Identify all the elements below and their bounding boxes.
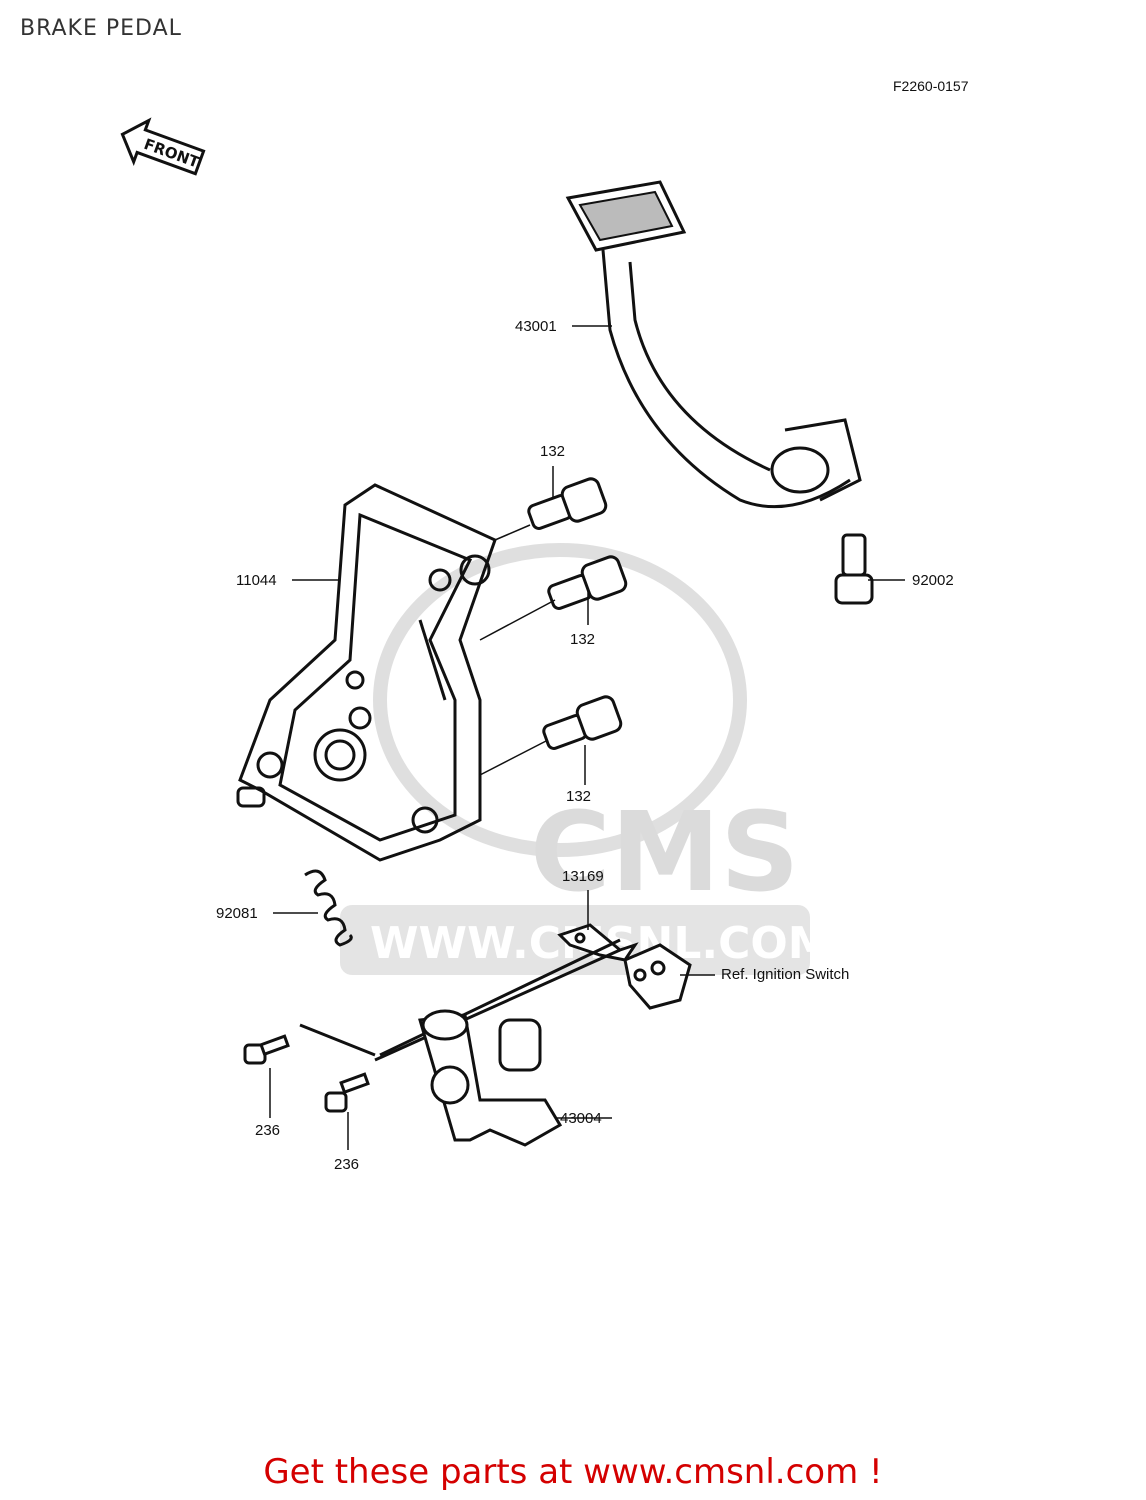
bolt-132-middle: [547, 555, 628, 610]
brake-lever-43004: [299, 938, 621, 1147]
cms-watermark: CMS WWW.CMSNL.COM: [340, 543, 832, 975]
part-label-43001: 43001: [515, 318, 557, 335]
part-label-11044: 11044: [236, 572, 277, 589]
ref-ignition-switch-label: Ref. Ignition Switch: [721, 966, 850, 983]
part-label-236-right: 236: [334, 1156, 360, 1173]
part-label-132-bottom: 132: [566, 788, 592, 805]
part-label-92002: 92002: [912, 572, 954, 589]
part-label-92081: 92081: [216, 905, 258, 922]
part-label-132-middle: 132: [570, 631, 596, 648]
page-title: BRAKE PEDAL: [20, 16, 182, 41]
screw-236-left: [243, 1034, 290, 1065]
ignition-switch: [623, 943, 692, 1010]
spring-92081: [304, 869, 353, 947]
leader-lines: [269, 325, 905, 1150]
figure-code: F2260-0157: [893, 78, 969, 94]
screw-236-right: [324, 1072, 370, 1113]
bolt-132-top: [527, 477, 608, 530]
part-label-132-top: 132: [540, 443, 566, 460]
front-arrow-icon: FRONT: [120, 117, 206, 176]
part-label-13169: 13169: [562, 868, 604, 885]
bolt-92002: [834, 533, 874, 605]
part-label-43004: 43004: [560, 1110, 602, 1127]
footer-link[interactable]: Get these parts at www.cmsnl.com !: [263, 1452, 883, 1492]
watermark-brand: CMS: [530, 788, 799, 916]
bolt-132-bottom: [542, 695, 623, 750]
pedal-bracket: [236, 483, 497, 862]
part-label-236-left: 236: [255, 1122, 281, 1139]
brake-pedal-arm: [565, 180, 862, 509]
